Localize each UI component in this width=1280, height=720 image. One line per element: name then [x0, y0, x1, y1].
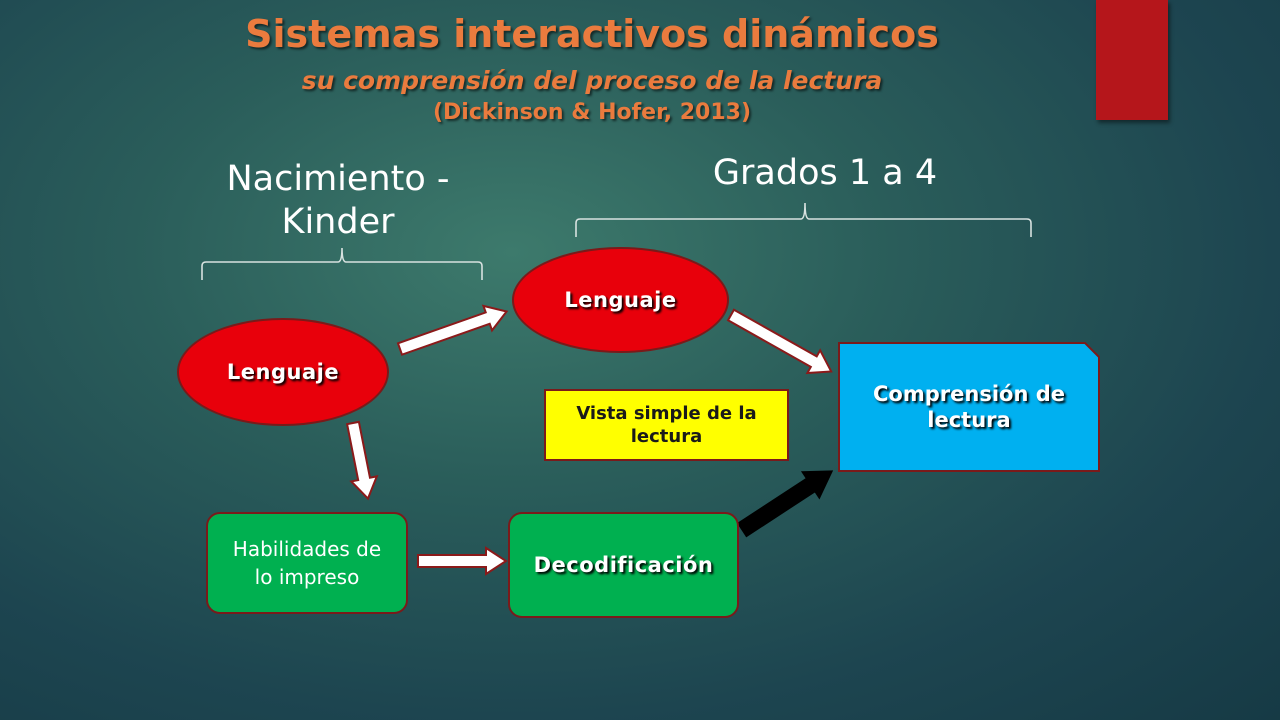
citation: (Dickinson & Hofer, 2013) [432, 100, 752, 125]
accent-tab [1096, 0, 1168, 120]
era-label-grades: Grados 1 a 4 [712, 153, 938, 193]
comprension-shape [838, 342, 1100, 472]
node-lenguaje-early-label: Lenguaje [226, 360, 340, 384]
page-subtitle: su comprensión del proceso de la lectura [301, 66, 883, 95]
node-vista-simple-label: Vista simple de la lectura [576, 402, 757, 447]
node-lenguaje-grades: Lenguaje [512, 247, 729, 353]
node-habilidades: Habilidades de lo impreso [206, 512, 408, 614]
node-decodificacion-label: Decodificación [533, 553, 714, 577]
node-vista-simple: Vista simple de la lectura [544, 389, 789, 461]
arrow-lenguaje-to-habilidades [345, 420, 379, 501]
node-lenguaje-early: Lenguaje [177, 318, 389, 426]
node-lenguaje-grades-label: Lenguaje [564, 288, 677, 312]
arrow-habilidades-to-decodificacion [417, 546, 508, 576]
node-comprension: Comprensión de lectura [839, 343, 1099, 471]
page-title: Sistemas interactivos dinámicos [245, 12, 939, 56]
era-label-early: Nacimiento - Kinder [226, 159, 450, 242]
arrow-lenguaje-to-comprension [726, 308, 833, 375]
brace-early [201, 247, 483, 280]
node-comprension-label: Comprensión de lectura [873, 381, 1065, 432]
node-decodificacion: Decodificación [508, 512, 739, 618]
arrow-lenguaje-to-lenguaje [396, 304, 509, 356]
brace-grades [575, 202, 1032, 237]
arrow-decodificacion-to-comprension [736, 470, 834, 538]
node-habilidades-label: Habilidades de lo impreso [232, 537, 382, 589]
